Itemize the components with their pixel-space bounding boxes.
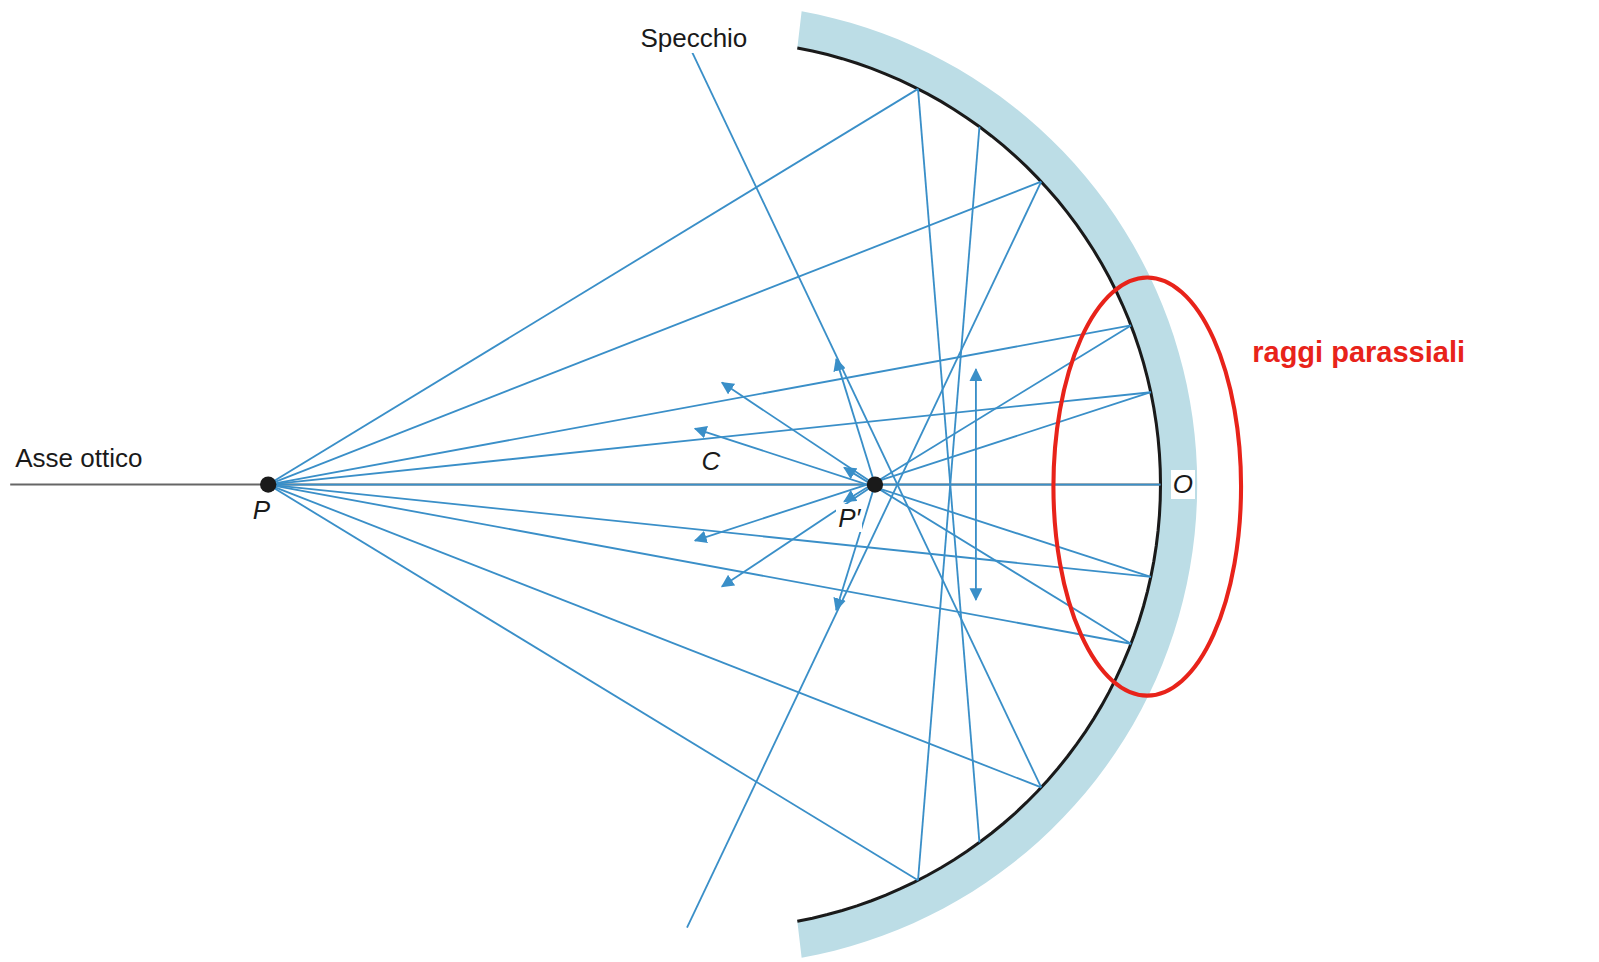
reflected-ray bbox=[722, 485, 875, 587]
callout-label: raggi parassiali bbox=[1250, 337, 1467, 369]
incident-ray bbox=[268, 182, 1041, 485]
incident-ray bbox=[268, 392, 1151, 484]
reflected-ray bbox=[722, 383, 875, 485]
point-label: P′ bbox=[836, 504, 862, 533]
point-label: P bbox=[251, 496, 272, 525]
incident-ray bbox=[268, 485, 1041, 788]
reflected-ray bbox=[695, 429, 1151, 577]
optical-axis bbox=[10, 484, 1160, 486]
mirror-label: Specchio bbox=[638, 24, 749, 53]
incident-ray bbox=[268, 485, 1151, 577]
rays bbox=[268, 41, 1160, 927]
reflected-ray bbox=[836, 485, 875, 610]
reflected-ray bbox=[918, 127, 979, 881]
reflected-ray bbox=[975, 485, 977, 600]
incident-ray bbox=[268, 484, 1160, 486]
reflected-ray bbox=[844, 468, 1131, 644]
reflected-ray bbox=[687, 182, 1041, 928]
reflected-ray bbox=[975, 369, 977, 484]
point-label: O bbox=[1171, 470, 1195, 499]
point-p-prime bbox=[867, 476, 883, 492]
paraxial-ellipse bbox=[1053, 278, 1241, 696]
reflected-ray bbox=[836, 359, 875, 484]
reflected-ray bbox=[695, 392, 1151, 540]
reflected-ray bbox=[687, 41, 1041, 787]
point-p bbox=[260, 476, 276, 492]
axis-label: Asse ottico bbox=[13, 444, 144, 473]
point-label: C bbox=[700, 447, 723, 476]
incident-ray bbox=[268, 485, 918, 881]
